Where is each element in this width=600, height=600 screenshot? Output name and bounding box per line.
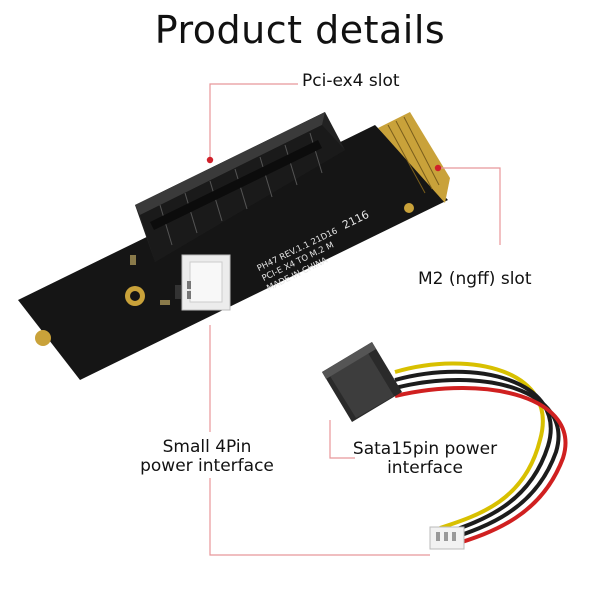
callout-sata — [329, 420, 355, 459]
mounting-notch — [35, 330, 51, 346]
page-title: Product details — [154, 8, 446, 52]
label-sata-power: Sata15pin power interface — [345, 440, 505, 478]
label-sata-power-line1: Sata15pin power — [352, 439, 498, 459]
callout-pcie — [209, 83, 298, 158]
label-sata-power-line2: interface — [387, 458, 463, 478]
callout-dot-m2 — [434, 164, 442, 172]
label-small-power-line1: Small 4Pin — [162, 437, 252, 457]
label-small-power: Small 4Pin power interface — [132, 438, 282, 476]
callout-lines — [209, 83, 501, 556]
small-4pin-connector — [181, 254, 231, 311]
callout-m2 — [438, 167, 501, 245]
m2-gold-contacts — [378, 112, 450, 203]
callout-small-power-bottom — [209, 478, 430, 556]
pcie-x4-slot — [135, 112, 345, 262]
pcie-to-m2-board: PH47 REV.1.1 21D16 PCI-E X4 TO M.2 M MAD… — [18, 112, 450, 380]
label-small-power-line2: power interface — [140, 456, 274, 476]
callout-dot-pcie — [206, 156, 214, 164]
label-pcie-slot: Pci-ex4 slot — [302, 71, 400, 91]
sata-power-cable — [322, 342, 568, 550]
label-m2-slot: M2 (ngff) slot — [418, 269, 532, 289]
